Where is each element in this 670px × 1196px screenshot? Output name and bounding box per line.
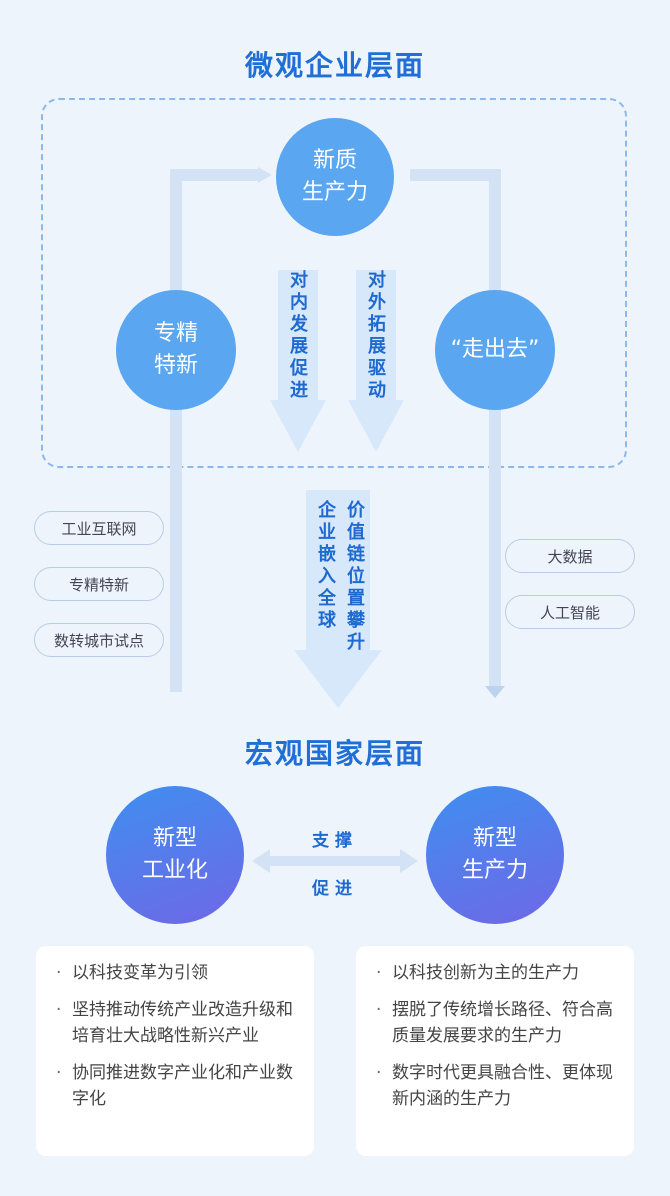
micro-level-title: 微观企业层面 xyxy=(244,49,425,82)
circle-label-line: 专精 xyxy=(153,321,198,346)
circle-label-line: 特新 xyxy=(153,353,198,378)
new-productivity-circle: 新型生产力 xyxy=(426,786,564,924)
pill-digital-city-pilot: 数转城市试点 xyxy=(34,623,164,657)
going-global-circle: “走出去” xyxy=(435,290,555,410)
micro-level-frame xyxy=(41,98,627,468)
circle-label-line: 新型 xyxy=(472,826,517,851)
circle-label-line: 生产力 xyxy=(461,858,528,883)
circle-label-line: 生产力 xyxy=(301,180,368,205)
list-item: 数字时代更具融合性、更体现新内涵的生产力 xyxy=(372,1060,614,1112)
circle-label-line: 新质 xyxy=(312,148,357,173)
pill-industrial-internet: 工业互联网 xyxy=(34,511,164,545)
new-quality-productivity-circle: 新质生产力 xyxy=(276,118,394,236)
support-label: 支撑 xyxy=(312,831,358,851)
new-industrialization-card: 以科技变革为引领 坚持推动传统产业改造升级和培育壮大战略性新兴产业 协同推进数字… xyxy=(36,946,314,1156)
list-item: 以科技创新为主的生产力 xyxy=(372,960,614,986)
list-item: 以科技变革为引领 xyxy=(52,960,294,986)
pill-artificial-intelligence: 人工智能 xyxy=(505,595,635,629)
new-productivity-card: 以科技创新为主的生产力 摆脱了传统增长路径、符合高质量发展要求的生产力 数字时代… xyxy=(356,946,634,1156)
global-embedding-label: 企业嵌入全球 xyxy=(315,500,336,632)
specialized-new-circle: 专精特新 xyxy=(116,290,236,410)
list-item: 摆脱了传统增长路径、符合高质量发展要求的生产力 xyxy=(372,997,614,1049)
pill-specialized-new: 专精特新 xyxy=(34,567,164,601)
circle-label-line: “走出去” xyxy=(450,337,540,362)
list-item: 坚持推动传统产业改造升级和培育壮大战略性新兴产业 xyxy=(52,997,294,1049)
circle-label-line: 工业化 xyxy=(141,858,208,883)
circle-label-line: 新型 xyxy=(152,826,197,851)
new-industrialization-circle: 新型工业化 xyxy=(106,786,244,924)
promote-label: 促进 xyxy=(312,879,358,899)
macro-level-title: 宏观国家层面 xyxy=(244,737,425,770)
internal-development-label: 对内发展促进 xyxy=(287,270,308,402)
pill-big-data: 大数据 xyxy=(505,539,635,573)
value-chain-rise-label: 价值链位置攀升 xyxy=(344,500,365,654)
list-item: 协同推进数字产业化和产业数字化 xyxy=(52,1060,294,1112)
external-expansion-label: 对外拓展驱动 xyxy=(365,270,386,402)
